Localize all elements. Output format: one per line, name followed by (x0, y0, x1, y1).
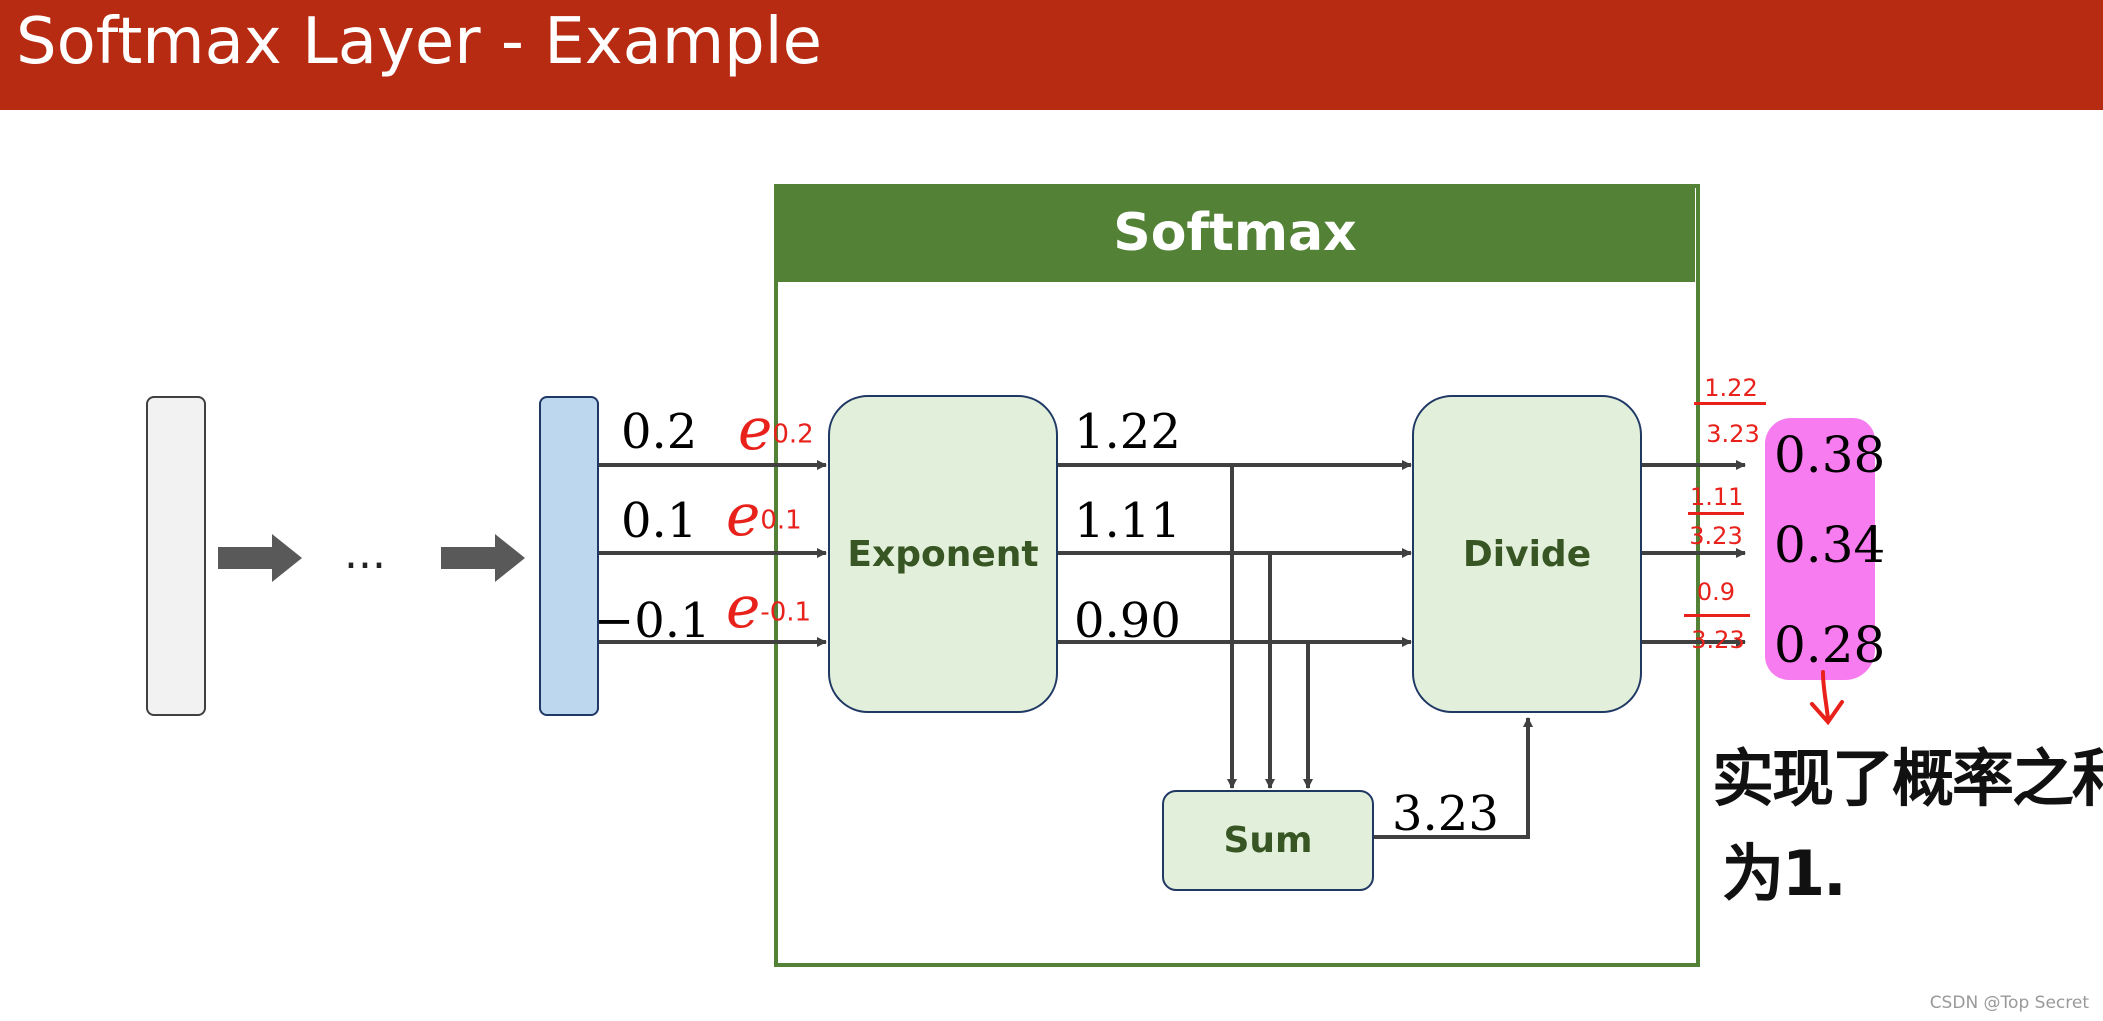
exp-base-2: e (726, 481, 761, 549)
output-highlight (1765, 418, 1875, 680)
output-value-2: 0.34 (1774, 516, 1886, 574)
exponent-block: Exponent (828, 395, 1058, 713)
ellipsis: ... (344, 528, 386, 579)
fraction-3-num: 0.9 (1696, 578, 1736, 606)
sum-value: 3.23 (1392, 786, 1499, 842)
exp-base-3: e (726, 573, 761, 641)
block-arrow-2 (441, 534, 525, 582)
exp-power-2: 0.1 (760, 505, 802, 536)
fraction-2-num: 1.11 (1690, 483, 1744, 511)
slide-title: Softmax Layer - Example (16, 5, 822, 79)
exp-base-1: e (738, 395, 773, 463)
input-value-2: 0.1 (621, 493, 698, 549)
exp-output-3: 0.90 (1074, 593, 1181, 649)
exp-output-2: 1.11 (1074, 493, 1181, 549)
title-bar: Softmax Layer - Example (0, 0, 2103, 110)
sum-to-divide (1373, 717, 1533, 839)
fraction-3-line (1684, 614, 1750, 617)
output-value-3: 0.28 (1774, 616, 1886, 674)
note-down-arrow (1810, 670, 1844, 726)
fraction-3-den: 3.23 (1691, 626, 1745, 654)
divide-label: Divide (1462, 533, 1592, 575)
sum-label: Sum (1223, 820, 1313, 861)
first-layer-block (146, 396, 206, 716)
input-layer-block (539, 396, 599, 716)
block-arrow-1 (218, 534, 302, 582)
sum-block: Sum (1162, 790, 1374, 891)
exp-annotation-3: e-0.1 (726, 578, 811, 636)
output-value-1: 0.38 (1774, 426, 1886, 484)
divide-block: Divide (1412, 395, 1642, 713)
fraction-1-den: 3.23 (1706, 420, 1760, 448)
softmax-header: Softmax (775, 185, 1695, 282)
handwritten-note-line2: 为1. (1722, 837, 1847, 910)
handwritten-note-line1: 实现了概率之和 (1712, 742, 2103, 815)
input-value-3: −0.1 (594, 593, 711, 649)
exponent-label: Exponent (847, 533, 1039, 575)
watermark: CSDN @Top Secret (1929, 993, 2089, 1013)
exp-output-1: 1.22 (1074, 404, 1181, 460)
exp-annotation-1: e0.2 (738, 400, 814, 458)
fraction-2-line (1688, 512, 1744, 515)
exp-power-3: -0.1 (760, 597, 812, 628)
exp-annotation-2: e0.1 (726, 486, 802, 544)
fraction-1-line (1694, 402, 1766, 405)
input-value-1: 0.2 (621, 404, 698, 460)
fraction-2-den: 3.23 (1689, 522, 1743, 550)
fraction-1-num: 1.22 (1704, 374, 1758, 402)
exp-power-1: 0.2 (772, 419, 814, 450)
softmax-title: Softmax (1113, 203, 1357, 263)
